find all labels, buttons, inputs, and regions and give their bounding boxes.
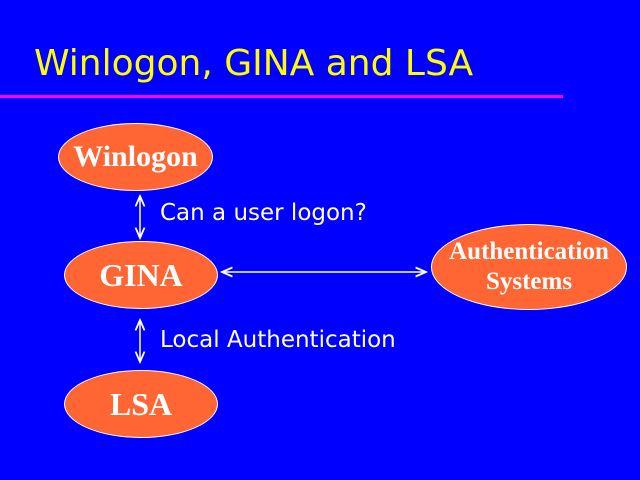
edge-label-winlogon-gina: Can a user logon? bbox=[160, 200, 367, 226]
node-label: LSA bbox=[109, 385, 173, 422]
node-authentication-systems: Authentication Systems bbox=[431, 224, 627, 310]
node-label: GINA bbox=[99, 256, 183, 293]
node-gina: GINA bbox=[64, 241, 218, 309]
node-label: Winlogon bbox=[73, 140, 198, 173]
node-label: Authentication Systems bbox=[449, 238, 609, 295]
title-divider bbox=[0, 95, 563, 98]
node-winlogon: Winlogon bbox=[58, 123, 213, 191]
node-lsa: LSA bbox=[64, 370, 218, 438]
edge-label-gina-lsa: Local Authentication bbox=[160, 327, 396, 353]
slide-title: Winlogon, GINA and LSA bbox=[34, 43, 474, 84]
